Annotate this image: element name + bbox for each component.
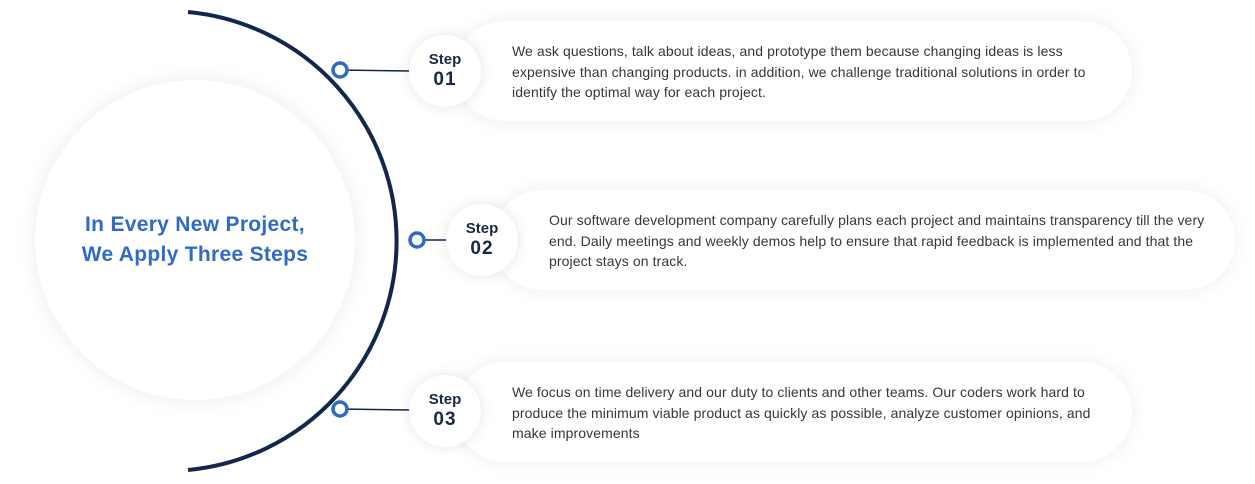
step-card-01: We ask questions, talk about ideas, and … <box>455 21 1132 121</box>
step-text-01: We ask questions, talk about ideas, and … <box>512 43 1086 100</box>
step-card-03: We focus on time delivery and our duty t… <box>455 362 1132 462</box>
step-badge-02: Step 02 <box>446 204 518 276</box>
node-step-01 <box>331 61 349 79</box>
step-badge-03: Step 03 <box>409 375 481 447</box>
center-title: In Every New Project, We Apply Three Ste… <box>81 213 309 266</box>
node-step-02 <box>408 231 426 249</box>
step-text-02: Our software development company careful… <box>549 212 1205 269</box>
step-number-03: 03 <box>433 408 457 430</box>
step-card-02: Our software development company careful… <box>492 190 1235 290</box>
step-label-03: Step <box>428 390 462 408</box>
node-step-03 <box>331 400 349 418</box>
step-number-02: 02 <box>470 237 494 259</box>
center-circle: In Every New Project, We Apply Three Ste… <box>35 80 355 400</box>
connector-step-03 <box>339 408 413 411</box>
step-badge-01: Step 01 <box>409 35 481 107</box>
connector-step-01 <box>339 69 413 72</box>
step-label-02: Step <box>465 219 499 237</box>
step-number-01: 01 <box>433 68 457 90</box>
step-label-01: Step <box>428 50 462 68</box>
step-text-03: We focus on time delivery and our duty t… <box>512 384 1091 441</box>
timeline-arc <box>187 10 399 472</box>
